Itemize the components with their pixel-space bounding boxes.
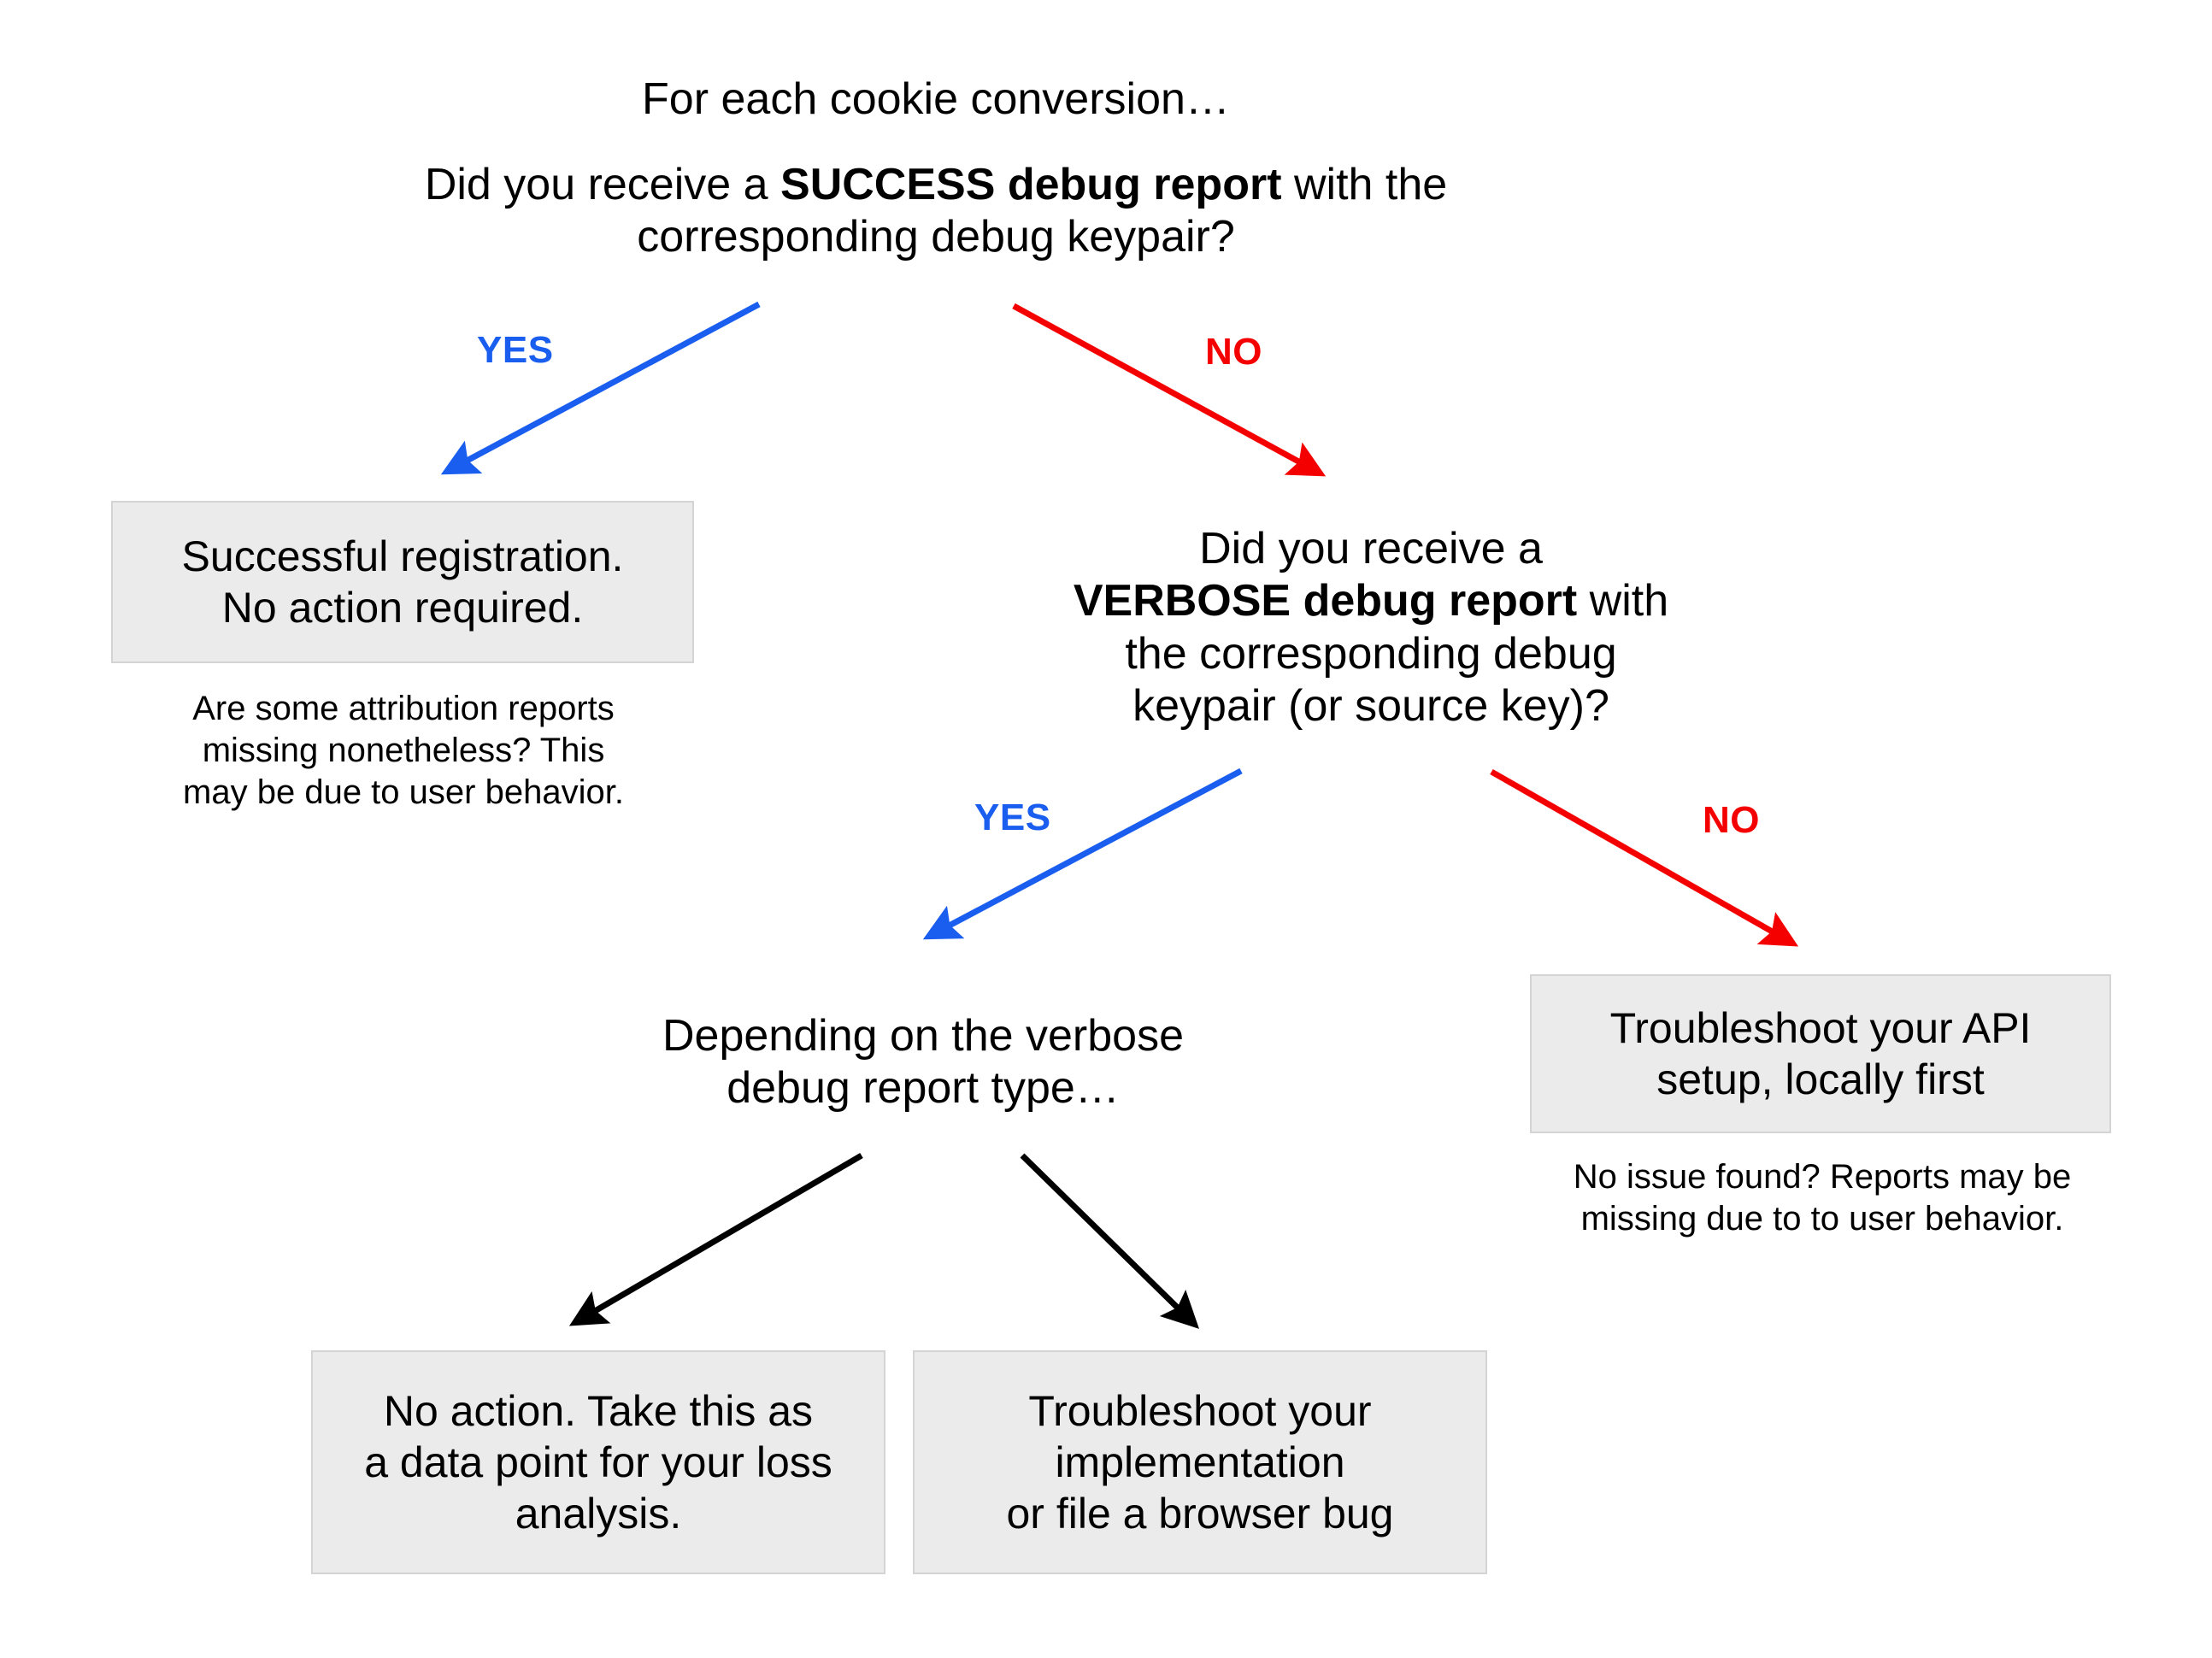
edge-label-no-2: NO bbox=[1703, 799, 1760, 841]
verbose-question-line1: Did you receive a bbox=[1199, 524, 1543, 573]
note-depending-on-type: Depending on the verbose debug report ty… bbox=[662, 1011, 1184, 1114]
note-attribution-missing: Are some attribution reports missing non… bbox=[183, 690, 624, 811]
box-no-action-loss-analysis[interactable]: No action. Take this as a data point for… bbox=[311, 1350, 885, 1574]
root-question: Did you receive a SUCCESS debug report w… bbox=[291, 159, 1581, 264]
root-question-suffix: with the corresponding debug keypair? bbox=[637, 160, 1448, 262]
box-troubleshoot-implementation[interactable]: Troubleshoot your implementation or file… bbox=[913, 1350, 1487, 1574]
note-no-issue-found: No issue found? Reports may be missing d… bbox=[1573, 1158, 2072, 1238]
verbose-question-suffix: with bbox=[1577, 576, 1669, 626]
verbose-question-line4: keypair (or source key)? bbox=[1132, 681, 1609, 732]
root-question-prefix: Did you receive a bbox=[424, 160, 781, 209]
arrow-type-no-action bbox=[568, 1152, 863, 1326]
edge-label-yes-1: YES bbox=[477, 329, 554, 371]
box-troubleshoot-implementation-label: Troubleshoot your implementation or file… bbox=[1006, 1387, 1394, 1537]
edge-label-no-1: NO bbox=[1205, 331, 1262, 373]
box-troubleshoot-api[interactable]: Troubleshoot your API setup, locally fir… bbox=[1530, 974, 2111, 1133]
box-successful-registration-label: Successful registration. No action requi… bbox=[181, 532, 624, 632]
box-successful-registration[interactable]: Successful registration. No action requi… bbox=[111, 501, 694, 663]
verbose-question-line3: the corresponding debug bbox=[1125, 628, 1617, 679]
diagram-title: For each cookie conversion… bbox=[368, 73, 1504, 126]
diagram-title-text: For each cookie conversion… bbox=[642, 74, 1230, 124]
root-question-emphasis: SUCCESS debug report bbox=[780, 160, 1282, 209]
arrow-no-troubleshoot-api bbox=[1490, 768, 1799, 947]
arrow-no-verbose-question bbox=[1012, 303, 1327, 477]
edge-label-yes-2: YES bbox=[974, 797, 1051, 838]
arrow-type-troubleshoot-impl bbox=[1020, 1153, 1199, 1329]
box-troubleshoot-api-label: Troubleshoot your API setup, locally fir… bbox=[1609, 1004, 2032, 1103]
verbose-question: Did you receive a VERBOSE debug report w… bbox=[1017, 523, 1725, 732]
verbose-question-emphasis: VERBOSE debug report bbox=[1073, 576, 1578, 626]
box-no-action-loss-analysis-label: No action. Take this as a data point for… bbox=[364, 1387, 832, 1537]
